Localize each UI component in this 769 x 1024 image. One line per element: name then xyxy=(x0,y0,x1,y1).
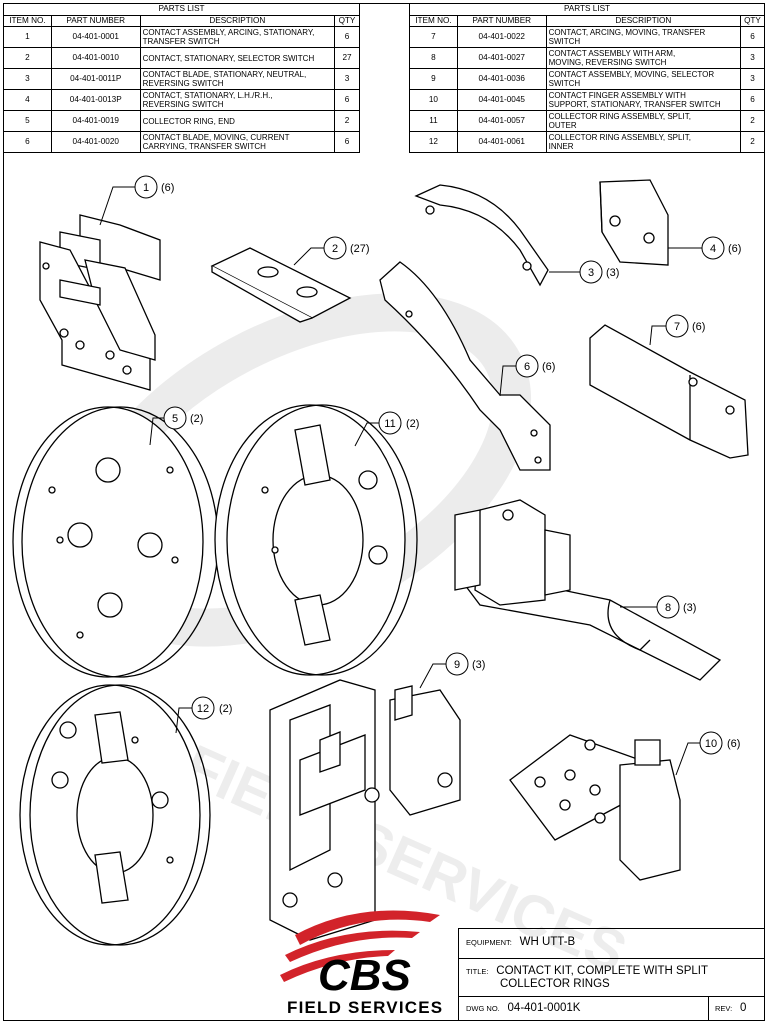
logo-swoosh-low xyxy=(280,950,395,982)
item-no: 12 xyxy=(409,131,458,153)
logo-subtitle: FIELD SERVICES xyxy=(287,998,443,1017)
title-block-title-row: TITLE: CONTACT KIT, COMPLETE WITH SPLIT … xyxy=(459,959,764,997)
description: CONTACT BLADE, STATIONARY, NEUTRAL, REVE… xyxy=(139,68,335,90)
callout-3-qty: (3) xyxy=(606,267,619,279)
part-11-collector-ring-split-outer xyxy=(214,404,418,676)
part-3-contact-blade-neutral xyxy=(414,184,549,287)
callout-11: 11 (2) xyxy=(354,411,419,447)
callout-2-qty: (27) xyxy=(350,243,370,255)
callout-9-qty: (3) xyxy=(472,659,485,671)
callout-6-qty: (6) xyxy=(542,361,555,373)
callout-12-number: 12 xyxy=(197,703,209,715)
callout-4-qty: (6) xyxy=(728,243,741,255)
callouts: 1 (6) 2 (27) 3 (3) 4 (6) 5 (2) xyxy=(99,175,741,776)
description: CONTACT, STATIONARY, SELECTOR SWITCH xyxy=(139,47,335,69)
logo-swoosh-mid xyxy=(285,930,420,962)
callout-10-qty: (6) xyxy=(727,738,740,750)
dwg-value: 04-401-0001K xyxy=(507,1002,581,1014)
callout-8-number: 8 xyxy=(665,602,671,614)
rev-value: 0 xyxy=(740,1002,747,1014)
callout-1: 1 (6) xyxy=(99,175,174,226)
description: CONTACT ASSEMBLY, MOVING, SELECTOR SWITC… xyxy=(545,68,741,90)
callout-4-number: 4 xyxy=(710,243,716,255)
item-no: 6 xyxy=(3,131,52,153)
part-6-contact-blade-moving xyxy=(379,261,551,471)
callout-7-number: 7 xyxy=(674,321,680,333)
description: CONTACT BLADE, MOVING, CURRENT CARRYING,… xyxy=(139,131,335,153)
callout-3-number: 3 xyxy=(588,267,594,279)
part-2-stationary-contact xyxy=(210,247,352,323)
part-5-collector-ring-end xyxy=(12,406,219,678)
qty: 2 xyxy=(739,131,766,153)
part-10-contact-finger-assembly xyxy=(509,734,681,881)
qty: 6 xyxy=(333,131,361,153)
description: CONTACT, ARCING, MOVING, TRANSFER SWITCH xyxy=(545,26,741,48)
rev-cell: REV: 0 xyxy=(708,996,764,1020)
callout-7-qty: (6) xyxy=(692,321,705,333)
part-number: 04-401-0061 xyxy=(456,131,547,153)
title-label: TITLE: xyxy=(466,967,489,976)
description: COLLECTOR RING ASSEMBLY, SPLIT, INNER xyxy=(545,131,741,153)
parts-list-left: PARTS LIST ITEM NO. PART NUMBER DESCRIPT… xyxy=(3,3,361,153)
callout-1-qty: (6) xyxy=(161,182,174,194)
callout-9-number: 9 xyxy=(454,659,460,671)
description: COLLECTOR RING, END xyxy=(139,110,335,132)
part-9-contact-assembly-selector xyxy=(269,679,461,941)
callout-11-number: 11 xyxy=(384,418,395,430)
description: CONTACT ASSEMBLY, ARCING, STATIONARY, TR… xyxy=(139,26,335,48)
part-1-arcing-contact-assembly xyxy=(39,214,161,391)
callout-5: 5 (2) xyxy=(149,406,203,446)
dwg-label: DWG NO. xyxy=(466,1004,500,1013)
callout-2-number: 2 xyxy=(332,243,338,255)
callout-4: 4 (6) xyxy=(668,236,741,260)
title-block: EQUIPMENT: WH UTT-B TITLE: CONTACT KIT, … xyxy=(458,928,765,1021)
callout-2: 2 (27) xyxy=(293,236,370,266)
logo-swoosh-top xyxy=(295,910,440,945)
callout-8: 8 (3) xyxy=(620,595,696,619)
equipment-value: WH UTT-B xyxy=(519,936,576,948)
callout-9: 9 (3) xyxy=(419,652,485,689)
callout-3: 3 (3) xyxy=(549,260,619,284)
part-12-collector-ring-split-inner xyxy=(19,684,211,946)
cbs-logo: CBS FIELD SERVICES xyxy=(280,910,443,1017)
callout-10-number: 10 xyxy=(705,738,717,750)
callout-8-qty: (3) xyxy=(683,602,696,614)
drawing-frame xyxy=(3,3,765,1021)
part-8-contact-assembly-arm xyxy=(454,499,722,681)
callout-6: 6 (6) xyxy=(499,354,555,397)
part-7-arcing-contact-moving xyxy=(589,324,749,459)
title-line-1: CONTACT KIT, COMPLETE WITH SPLIT xyxy=(496,965,709,977)
qty: 2 xyxy=(333,110,361,132)
logo-brand: CBS xyxy=(318,951,411,1000)
rev-label: REV: xyxy=(715,1004,733,1013)
title-block-dwg-row: DWG NO. 04-401-0001K REV: 0 xyxy=(459,996,764,1021)
callout-6-number: 6 xyxy=(524,361,530,373)
callout-7: 7 (6) xyxy=(649,314,705,346)
qty: 6 xyxy=(739,26,766,48)
callout-5-number: 5 xyxy=(172,413,178,425)
callout-1-number: 1 xyxy=(143,182,149,194)
callout-10: 10 (6) xyxy=(675,731,740,776)
description: CONTACT, STATIONARY, L.H./R.H., REVERSIN… xyxy=(139,89,335,111)
parts-list-right: PARTS LIST ITEM NO. PART NUMBER DESCRIPT… xyxy=(409,3,766,153)
callout-11-qty: (2) xyxy=(406,418,419,430)
title-block-equipment-row: EQUIPMENT: WH UTT-B xyxy=(459,929,764,959)
callout-12: 12 (2) xyxy=(175,696,232,734)
title-line-2: COLLECTOR RINGS xyxy=(500,978,610,990)
equipment-label: EQUIPMENT: xyxy=(466,938,512,947)
part-4-stationary-contact-lh-rh xyxy=(599,179,669,266)
callout-12-qty: (2) xyxy=(219,703,232,715)
callout-5-qty: (2) xyxy=(190,413,203,425)
